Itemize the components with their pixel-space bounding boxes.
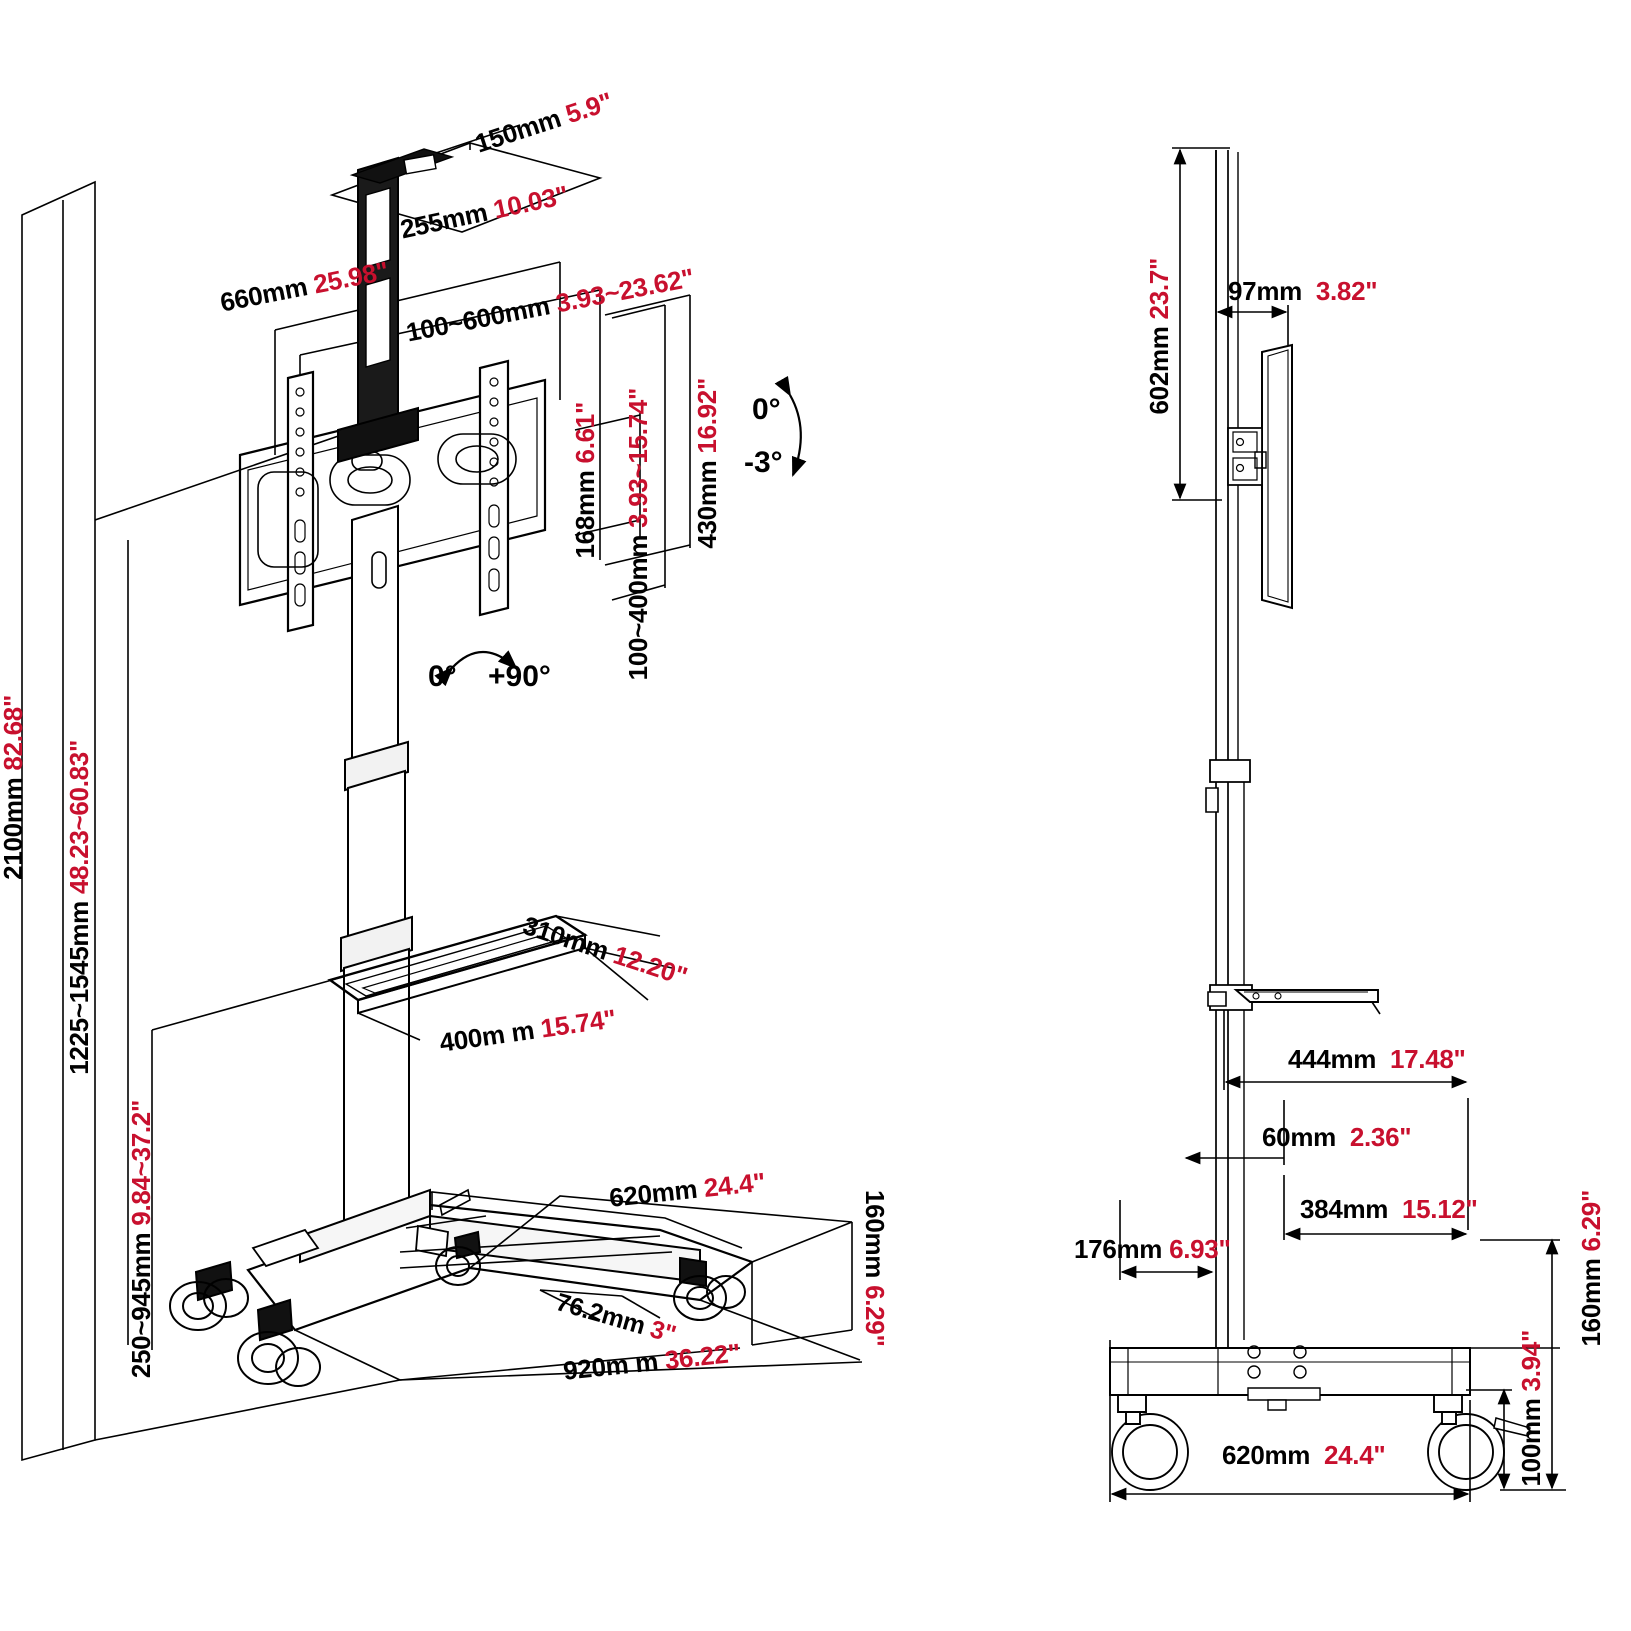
dim-base-front-to-rear: 444mm 17.48"	[1288, 1044, 1466, 1074]
iso-angle-arcs	[434, 375, 807, 687]
dim-screen-height: 602mm 23.7"	[1144, 258, 1174, 415]
dim-bracket-plate-height: 168mm 6.61"	[570, 402, 600, 559]
angle-rotation-to: +90°	[488, 660, 551, 693]
side-view-linework	[1109, 147, 1566, 1502]
dim-caster-height: 100mm 3.94"	[1516, 1330, 1546, 1487]
dim-base-height: 160mm 6.29"	[860, 1190, 890, 1347]
dim-bracket-depth: 97mm 3.82"	[1228, 276, 1378, 306]
angle-tilt-from: 0°	[752, 393, 781, 426]
dim-vesa-vertical: 100~400mm 3.93~15.74"	[623, 388, 653, 681]
dim-base-bar-width: 620mm 24.4"	[1222, 1440, 1386, 1470]
dim-overall-height: 2100mm 82.68"	[0, 695, 28, 880]
dim-screen-center-height: 1225~1545mm 48.23~60.83"	[64, 740, 94, 1075]
dim-base-overall-height: 160mm 6.29"	[1576, 1190, 1606, 1347]
dim-rear-offset: 176mm 6.93"	[1074, 1234, 1231, 1264]
dim-column-to-front: 60mm 2.36"	[1262, 1122, 1412, 1152]
dim-bracket-total-height: 430mm 16.92"	[692, 378, 722, 549]
iso-extension-lines	[21, 124, 863, 1462]
angle-tilt-to: -3°	[744, 446, 783, 479]
dim-shelf-height-range: 250~945mm 9.84~37.2"	[126, 1100, 156, 1379]
angle-rotation-from: 0°	[428, 660, 457, 693]
dim-base-leg-length: 384mm 15.12"	[1300, 1194, 1478, 1224]
